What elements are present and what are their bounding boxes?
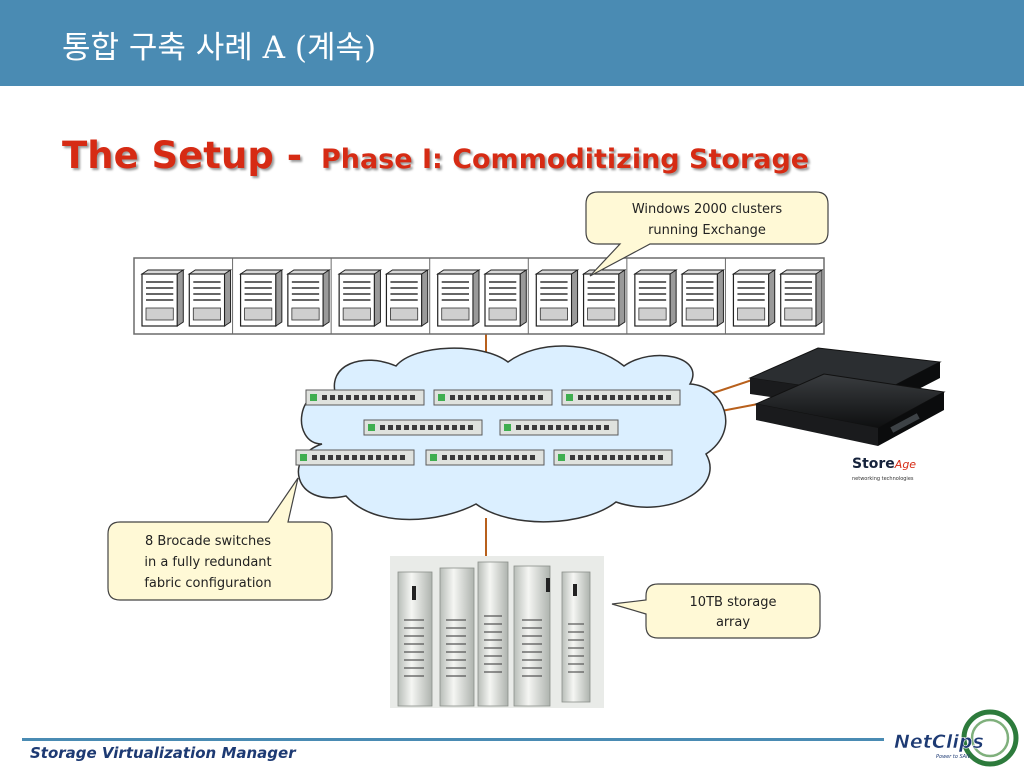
footer-title: Storage Virtualization Manager bbox=[30, 744, 296, 762]
brocade-callout-line1: 8 Brocade switches bbox=[145, 534, 271, 549]
server-tower-icon bbox=[680, 269, 726, 327]
server-pair bbox=[429, 258, 528, 334]
fibre-switch-icon bbox=[553, 449, 673, 466]
server-tower-icon bbox=[286, 269, 331, 327]
server-pair bbox=[527, 258, 627, 334]
switch-grid bbox=[295, 389, 681, 466]
fibre-switch-icon bbox=[305, 389, 425, 406]
netclips-logo-tagline: Power to SAN bbox=[936, 754, 970, 760]
fibre-switch-icon bbox=[499, 419, 619, 436]
brocade-callout: 8 Brocade switches in a fully redundant … bbox=[107, 477, 333, 601]
brocade-callout-line2: in a fully redundant bbox=[144, 555, 271, 570]
fibre-switch-icon bbox=[433, 389, 553, 406]
server-tower-icon bbox=[779, 269, 824, 327]
server-pairs bbox=[140, 258, 824, 334]
storage-callout-line1: 10TB storage bbox=[690, 595, 777, 610]
slide-subtitle: The Setup - Phase I: Commoditizing Stora… bbox=[62, 134, 809, 177]
storeage-tagline: networking technologies bbox=[852, 476, 914, 482]
fibre-switch-icon bbox=[363, 419, 483, 436]
server-tower-icon bbox=[436, 269, 481, 327]
fibre-switch-icon bbox=[295, 449, 415, 466]
server-tower-icon bbox=[238, 269, 284, 327]
title-bar: 통합 구축 사례 A (계속) bbox=[0, 0, 1024, 86]
server-tower-icon bbox=[581, 269, 627, 327]
server-tower-icon bbox=[534, 269, 580, 327]
footer-rule bbox=[22, 738, 884, 741]
server-pair bbox=[232, 258, 331, 334]
storeage-appliance-icon: StoreAge networking technologies bbox=[748, 347, 946, 482]
subtitle-phase: Phase I: Commoditizing Storage bbox=[320, 144, 810, 175]
fibre-switch-icon bbox=[425, 449, 545, 466]
server-tower-icon bbox=[140, 269, 185, 327]
storage-array-icon bbox=[390, 556, 604, 708]
server-tower-icon bbox=[633, 269, 678, 327]
server-pair bbox=[140, 269, 233, 327]
storage-callout: 10TB storage array bbox=[611, 583, 821, 639]
slide-title: 통합 구축 사례 A (계속) bbox=[62, 30, 377, 66]
storeage-name: StoreAge bbox=[852, 456, 916, 472]
netclips-logo-name: NetClips bbox=[894, 731, 984, 753]
brocade-callout-line3: fabric configuration bbox=[144, 576, 271, 591]
netclips-logo-icon: NetClips Power to SAN bbox=[894, 709, 1019, 767]
server-pair bbox=[724, 258, 824, 334]
server-tower-icon bbox=[483, 269, 528, 327]
server-pair bbox=[626, 258, 726, 334]
server-tower-icon bbox=[384, 269, 430, 327]
server-tower-icon bbox=[731, 269, 777, 327]
server-tower-icon bbox=[337, 269, 383, 327]
server-tower-icon bbox=[187, 269, 233, 327]
windows-callout-line2: running Exchange bbox=[648, 223, 766, 238]
windows-callout: Windows 2000 clusters running Exchange bbox=[585, 191, 829, 277]
storage-callout-line2: array bbox=[716, 615, 750, 630]
server-pair bbox=[330, 258, 430, 334]
fibre-switch-icon bbox=[561, 389, 681, 406]
windows-callout-line1: Windows 2000 clusters bbox=[632, 202, 783, 217]
subtitle-main: The Setup - bbox=[62, 134, 315, 177]
